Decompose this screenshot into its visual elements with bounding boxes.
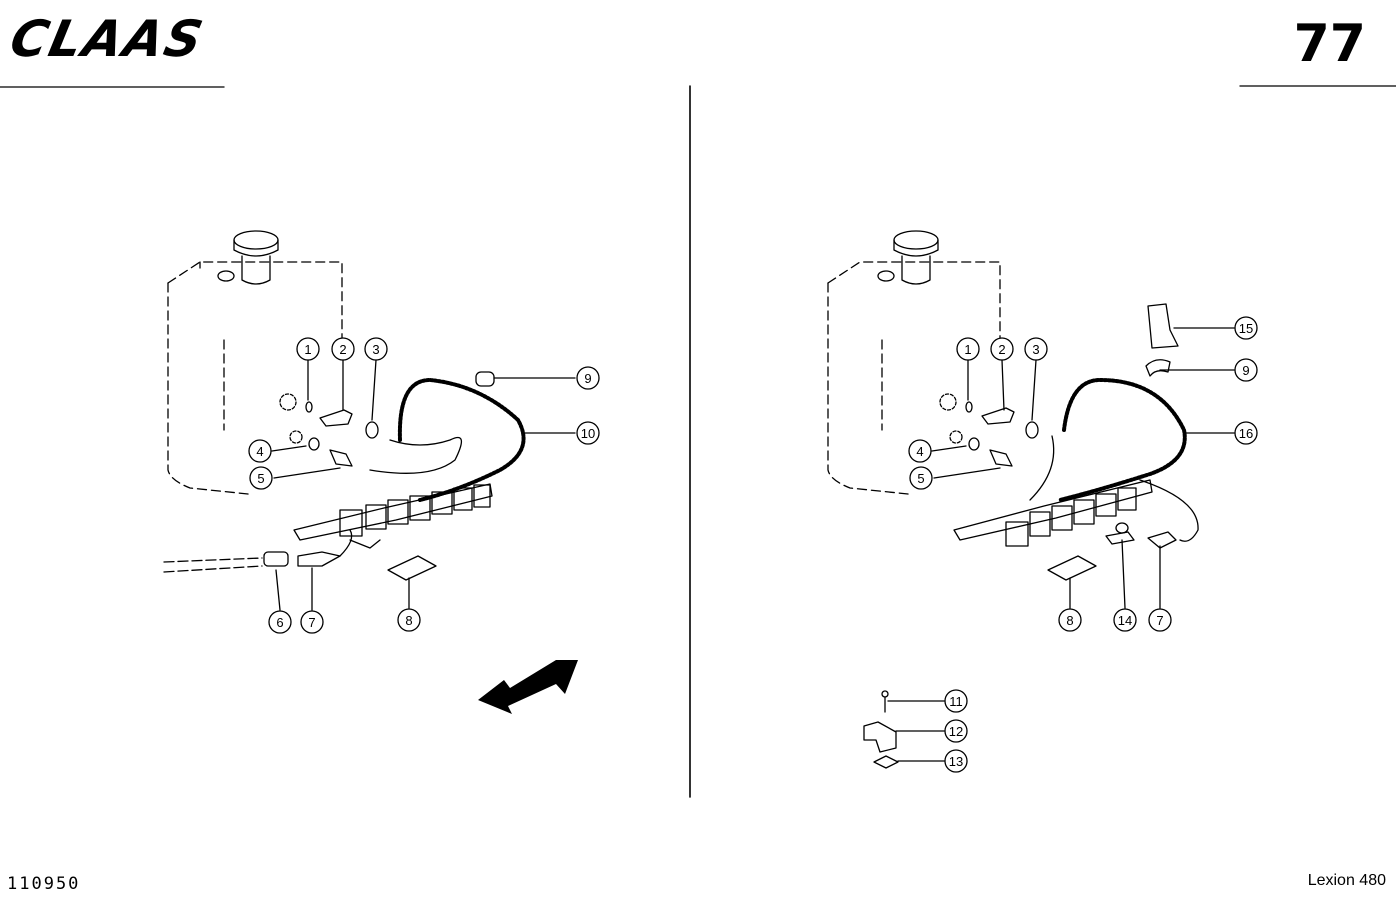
- left-callout-circle: [296, 337, 320, 361]
- right-callout-circle: [908, 439, 932, 463]
- left-callout-circle: [248, 439, 272, 463]
- tank-outline-left: [167, 261, 343, 495]
- left-callout-circle: [364, 337, 388, 361]
- right-callout-label: 15: [1239, 321, 1253, 336]
- coupling-6-left: [263, 551, 289, 567]
- right-callout-label: 9: [1242, 363, 1249, 378]
- left-callout-label: 1: [304, 342, 311, 357]
- cable-7-left: [339, 529, 353, 557]
- left-callout-circle: [249, 466, 273, 490]
- filler-cap-left: [217, 230, 279, 285]
- right-callout-label: 13: [949, 754, 963, 769]
- right-callout-circle: [1234, 316, 1258, 340]
- coupling-7-right: [1147, 531, 1177, 549]
- right-callout-label: 12: [949, 724, 963, 739]
- page-number: 77: [1293, 14, 1366, 74]
- hose-left-dashed-b: [163, 565, 263, 573]
- cable-left: [369, 436, 462, 474]
- right-callout-circle: [1148, 608, 1172, 632]
- plate-8-right: [1047, 555, 1097, 581]
- right-callout-circle: [990, 337, 1014, 361]
- seal-3-left: [365, 421, 379, 439]
- left-callout-circle: [397, 608, 421, 632]
- right-callout-label: 5: [917, 471, 924, 486]
- left-callout-label: 8: [405, 613, 412, 628]
- right-callout-circle: [944, 719, 968, 743]
- hose-16-right: [1058, 378, 1187, 502]
- right-callout-label: 8: [1066, 613, 1073, 628]
- right-callout-circle: [956, 337, 980, 361]
- left-callout-circle: [576, 421, 600, 445]
- valve-block-right: [953, 479, 1153, 547]
- filler-cap-right: [877, 230, 939, 285]
- right-callout-circle: [944, 689, 968, 713]
- left-callout-label: 10: [581, 426, 595, 441]
- left-callout-circle: [300, 610, 324, 634]
- left-callout-circle: [576, 366, 600, 390]
- direction-arrow: [478, 660, 578, 714]
- right-callout-circle: [1234, 358, 1258, 382]
- left-callout-label: 3: [372, 342, 379, 357]
- part-14-right: [1105, 531, 1135, 545]
- tank-outline-right: [827, 261, 1001, 495]
- cable-right: [1029, 435, 1055, 501]
- right-callout-label: 1: [964, 342, 971, 357]
- left-callout-label: 5: [257, 471, 264, 486]
- right-callout-label: 16: [1239, 426, 1253, 441]
- right-callout-label: 4: [916, 444, 923, 459]
- fitting-4a-left: [289, 430, 303, 444]
- right-callout-circle: [944, 749, 968, 773]
- o-ring-1-left: [305, 401, 313, 413]
- left-callout-circle: [331, 337, 355, 361]
- hose-10-left: [397, 378, 526, 502]
- right-callout-label: 7: [1156, 613, 1163, 628]
- right-callout-circle: [1234, 421, 1258, 445]
- plate-8-left: [387, 555, 437, 581]
- right-callout-label: 14: [1118, 613, 1132, 628]
- o-ring-4-left: [308, 437, 320, 451]
- right-callout-circle: [1113, 608, 1137, 632]
- left-callout-label: 6: [276, 615, 283, 630]
- left-callout-label: 9: [584, 371, 591, 386]
- left-callout-label: 4: [256, 444, 263, 459]
- left-callout-circle: [268, 610, 292, 634]
- left-callouts: 1 2 3 4 5 6 7 8 9 10: [248, 337, 600, 634]
- bracket-15-right: [1147, 303, 1179, 349]
- hose-left-dashed-a: [163, 557, 263, 563]
- left-callout-label: 2: [339, 342, 346, 357]
- fitting-5-left: [329, 449, 353, 467]
- fitting-2-left: [319, 409, 353, 427]
- right-callout-circle: [1024, 337, 1048, 361]
- right-callout-label: 3: [1032, 342, 1039, 357]
- right-callout-label: 2: [998, 342, 1005, 357]
- valve-block-left: [293, 483, 493, 549]
- part-9-left: [475, 371, 495, 387]
- coupling-7-left: [297, 551, 341, 567]
- right-assembly: [827, 230, 1235, 769]
- machine-model: Lexion 480: [1307, 872, 1386, 889]
- parts-11-13: [863, 690, 899, 769]
- left-callout-label: 7: [308, 615, 315, 630]
- clip-9-right: [1145, 359, 1171, 377]
- right-callout-label: 11: [949, 694, 963, 709]
- right-callout-circle: [909, 466, 933, 490]
- right-callout-circle: [1058, 608, 1082, 632]
- document-number: 110950: [7, 874, 81, 894]
- left-assembly: [163, 230, 578, 714]
- cable-7-right: [1139, 479, 1199, 542]
- fitting-1-left: [279, 393, 297, 411]
